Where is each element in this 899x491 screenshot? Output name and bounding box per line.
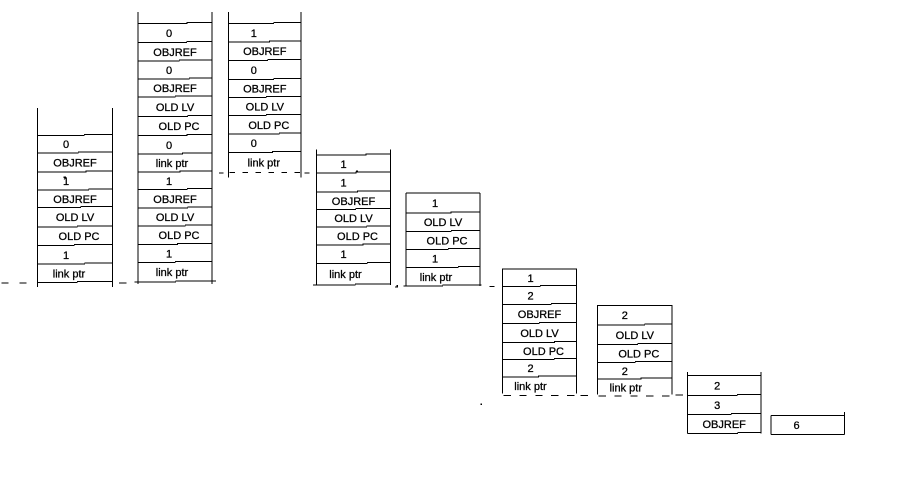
svg-text:1: 1 <box>63 176 69 188</box>
svg-text:1: 1 <box>340 178 346 190</box>
svg-text:link ptr: link ptr <box>248 158 281 170</box>
svg-text:6: 6 <box>794 420 800 432</box>
svg-text:0: 0 <box>166 65 172 77</box>
svg-text:link ptr: link ptr <box>610 382 643 394</box>
svg-text:OBJREF: OBJREF <box>153 194 197 206</box>
svg-text:OLD PC: OLD PC <box>59 231 100 243</box>
svg-text:link ptr: link ptr <box>156 158 189 170</box>
svg-text:1: 1 <box>432 198 438 210</box>
svg-text:2: 2 <box>527 363 533 375</box>
svg-text:OBJREF: OBJREF <box>702 419 746 431</box>
svg-text:OBJREF: OBJREF <box>518 309 562 321</box>
svg-text:1: 1 <box>340 249 346 261</box>
svg-text:link ptr: link ptr <box>156 267 189 279</box>
svg-text:1: 1 <box>340 159 346 171</box>
svg-text:OLD PC: OLD PC <box>618 349 659 361</box>
svg-text:OLD LV: OLD LV <box>334 213 373 225</box>
svg-text:OBJREF: OBJREF <box>243 46 287 58</box>
svg-text:0: 0 <box>166 140 172 152</box>
svg-text:0: 0 <box>251 138 257 150</box>
svg-text:OLD LV: OLD LV <box>424 217 463 229</box>
svg-text:1: 1 <box>166 249 172 261</box>
svg-text:0: 0 <box>166 28 172 40</box>
svg-text:1: 1 <box>166 176 172 188</box>
svg-text:OLD PC: OLD PC <box>159 121 200 133</box>
svg-text:1: 1 <box>432 254 438 266</box>
svg-text:OLD PC: OLD PC <box>248 120 289 132</box>
svg-text:0: 0 <box>251 65 257 77</box>
svg-text:2: 2 <box>527 291 533 303</box>
svg-text:OBJREF: OBJREF <box>332 196 376 208</box>
svg-text:OBJREF: OBJREF <box>243 84 287 96</box>
svg-text:2: 2 <box>622 310 628 322</box>
svg-text:OLD LV: OLD LV <box>156 102 195 114</box>
svg-text:link ptr: link ptr <box>53 268 86 280</box>
svg-text:1: 1 <box>251 28 257 40</box>
svg-text:0: 0 <box>63 139 69 151</box>
svg-text:1: 1 <box>63 250 69 262</box>
svg-text:3: 3 <box>714 400 720 412</box>
svg-text:OBJREF: OBJREF <box>153 83 197 95</box>
svg-text:1: 1 <box>527 273 533 285</box>
svg-text:OLD LV: OLD LV <box>156 212 195 224</box>
svg-text:OLD PC: OLD PC <box>427 236 468 248</box>
svg-text:OLD PC: OLD PC <box>523 346 564 358</box>
svg-text:OBJREF: OBJREF <box>53 158 97 170</box>
svg-text:OBJREF: OBJREF <box>153 47 197 59</box>
svg-text:2: 2 <box>714 381 720 393</box>
svg-text:2: 2 <box>622 366 628 378</box>
svg-text:OLD PC: OLD PC <box>159 230 200 242</box>
svg-text:link ptr: link ptr <box>420 272 453 284</box>
svg-text:OLD LV: OLD LV <box>246 102 285 114</box>
svg-text:OBJREF: OBJREF <box>53 194 97 206</box>
svg-text:OLD LV: OLD LV <box>520 328 559 340</box>
svg-text:OLD LV: OLD LV <box>56 212 95 224</box>
svg-text:OLD LV: OLD LV <box>616 330 655 342</box>
svg-text:link ptr: link ptr <box>514 381 547 393</box>
svg-text:link ptr: link ptr <box>329 269 362 281</box>
svg-text:OLD PC: OLD PC <box>337 231 378 243</box>
